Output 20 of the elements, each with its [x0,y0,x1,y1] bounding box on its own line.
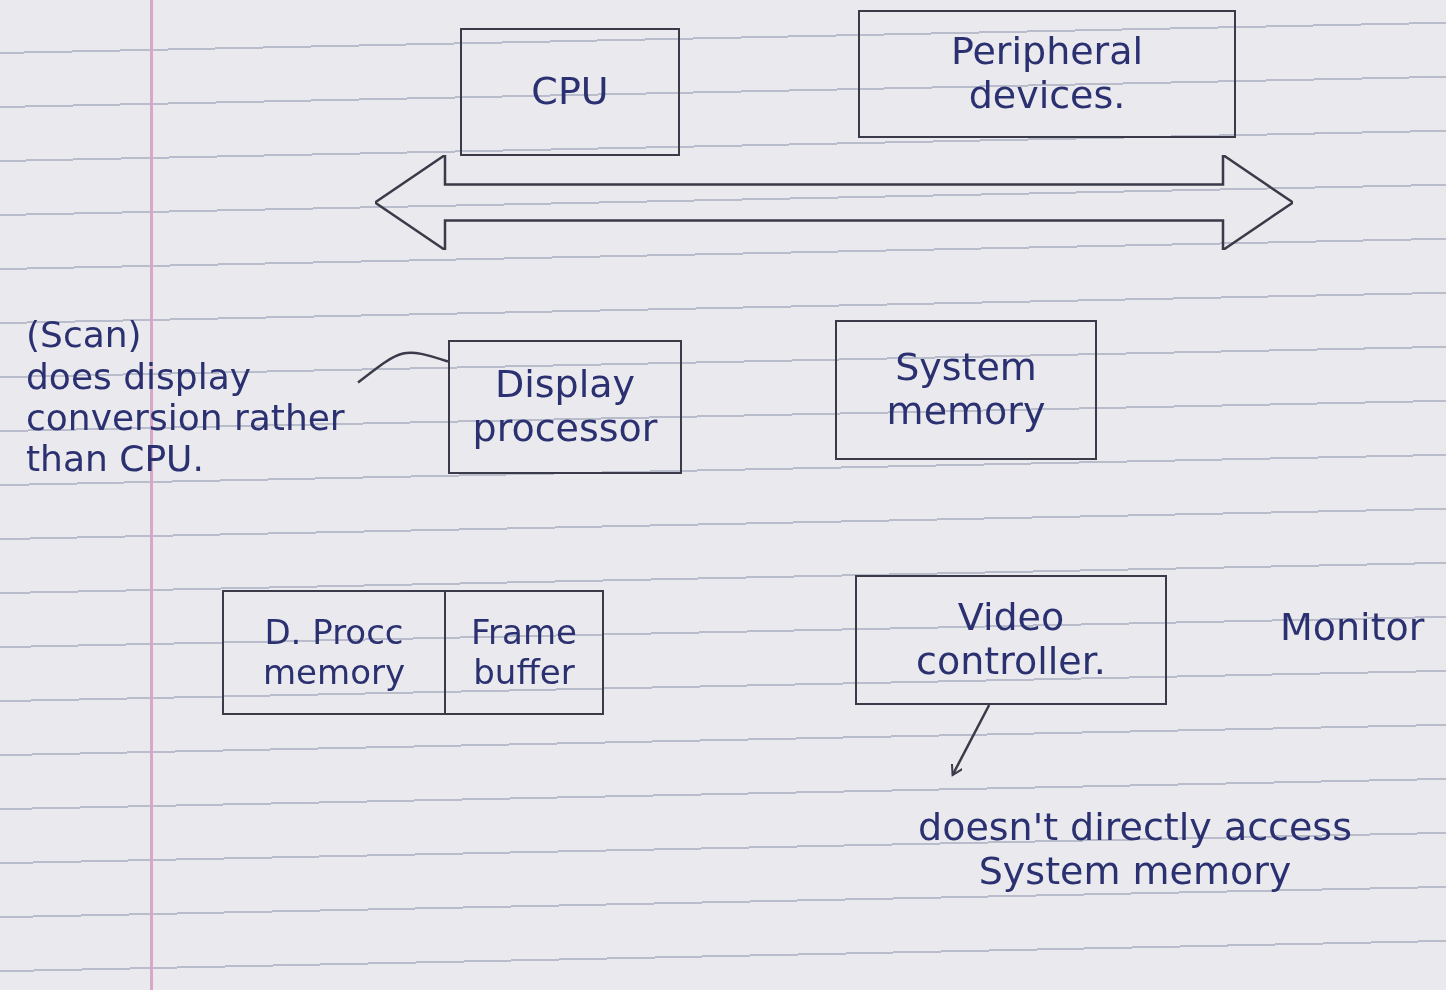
note-text: does display conversion rather than CPU. [26,355,346,480]
process-box [855,575,1167,705]
process-box [444,590,604,715]
process-box [448,340,682,474]
arrow [950,704,991,776]
process-box [222,590,446,715]
box-label: CPU [531,70,609,114]
label-text: Monitor [1280,605,1425,649]
box-label: Display processor [471,363,659,451]
box-label: Frame buffer [470,613,578,692]
box-label: Peripheral devices. [949,30,1145,118]
leader-line [357,351,449,384]
process-box [460,28,680,156]
process-box [858,10,1236,138]
note-text: doesn't directly access System memory [917,806,1353,894]
box-label: Video controller. [915,596,1107,684]
box-label: System memory [885,346,1047,434]
box-label: D. Procc memory [261,613,407,692]
process-box [835,320,1097,460]
note-text: (Scan) [26,314,142,356]
